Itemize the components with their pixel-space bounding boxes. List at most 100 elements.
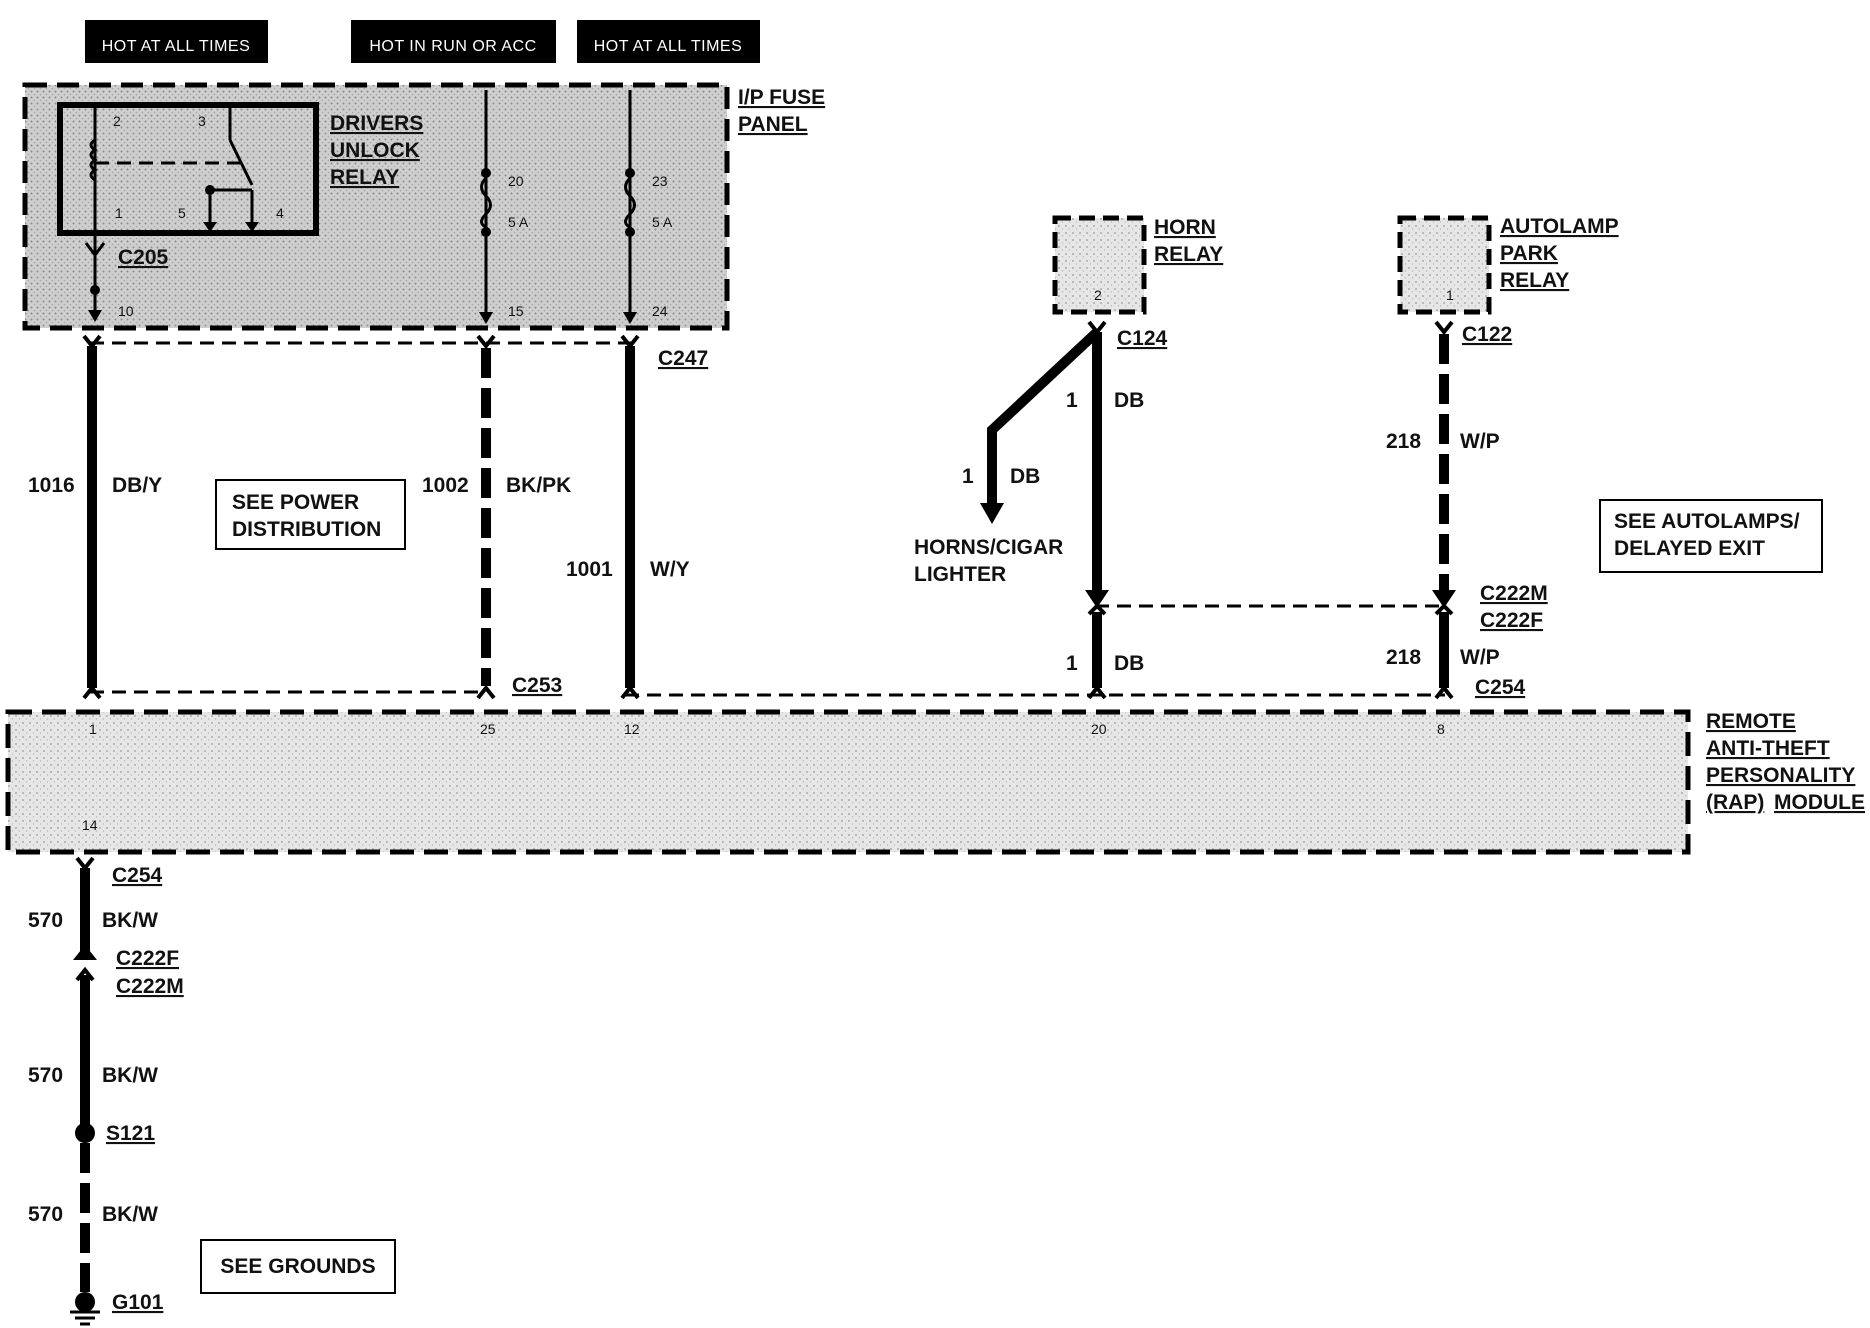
fuse-number: 20 [508, 173, 524, 189]
note-text: DELAYED EXIT [1614, 537, 1765, 560]
wire-color-code: BK/W [102, 1064, 158, 1087]
wire-circuit-number: 218 [1386, 646, 1421, 669]
header-text: HOT AT ALL TIMES [594, 38, 743, 55]
power-header-hot-at-all-times-2: HOT AT ALL TIMES [577, 20, 760, 63]
rap-label-line2: ANTI-THEFT [1706, 737, 1830, 760]
autolamp-relay-label-line3: RELAY [1500, 269, 1569, 292]
autolamp-relay-label-line2: PARK [1500, 242, 1558, 265]
connector-c124: C124 [1117, 327, 1168, 350]
horn-relay-label-line1: HORN [1154, 216, 1216, 239]
wire-circuit-number: 1 [1066, 652, 1078, 675]
relay-pin-1: 1 [115, 205, 123, 221]
wire-color-code: W/P [1460, 430, 1500, 453]
wire-color-code: DB/Y [112, 474, 162, 497]
wire-218: 218 W/P 218 W/P [1386, 320, 1500, 700]
relay-label-line2: UNLOCK [330, 139, 420, 162]
rap-label-line1: REMOTE [1706, 710, 1796, 733]
relay-pin-2: 2 [113, 113, 121, 129]
wire-circuit-number: 1001 [566, 558, 613, 581]
connector-c253: C253 [512, 674, 562, 697]
wire-color-code: W/Y [650, 558, 690, 581]
fuse-23: 23 5 A 24 [623, 90, 673, 324]
connector-c222f-bottom: C222F [116, 947, 179, 970]
see-power-distribution-note: SEE POWER DISTRIBUTION [215, 479, 406, 550]
wire-circuit-number: 218 [1386, 430, 1421, 453]
fuse-20: 20 5 A 15 [479, 90, 529, 324]
wire-color-code: BK/PK [506, 474, 571, 497]
rap-pin-25: 25 [480, 721, 496, 737]
wire-color-code: BK/W [102, 1203, 158, 1226]
wire-color-code: DB [1114, 389, 1144, 412]
fuse-rating: 5 A [508, 214, 529, 230]
wire-circuit-number: 570 [28, 1203, 63, 1226]
ip-fuse-panel: I/P FUSE PANEL 2 3 1 5 4 DRIVERS UNLOCK … [22, 82, 825, 331]
wire-circuit-number: 1016 [28, 474, 75, 497]
fuse-panel-pin-15: 15 [508, 303, 524, 319]
ground-circuit-570: 570 BK/W 570 BK/W 570 BK/W [28, 856, 158, 1326]
wire-color-code: W/P [1460, 646, 1500, 669]
wire-circuit-number: 1 [962, 465, 974, 488]
wire-1016: 1016 DB/Y [28, 334, 162, 700]
relay-pin-5: 5 [178, 205, 186, 221]
rap-module: 1 25 12 20 8 14 REMOTE ANTI-THEFT PERSON… [5, 709, 1865, 855]
rap-pin-14: 14 [82, 817, 98, 833]
note-text: SEE GROUNDS [220, 1255, 375, 1278]
wire-1002: 1002 BK/PK [422, 334, 571, 700]
fuse-panel-label-line2: PANEL [738, 113, 808, 136]
autolamp-relay-pin-1: 1 [1446, 287, 1454, 303]
see-autolamps-note: SEE AUTOLAMPS/ DELAYED EXIT [1599, 499, 1823, 573]
connector-c222f: C222F [1480, 609, 1543, 632]
connector-c205: C205 [118, 246, 169, 269]
connector-c254-bottom: C254 [112, 864, 163, 887]
relay-label-line3: RELAY [330, 166, 399, 189]
horns-cigar-lighter-line2: LIGHTER [914, 563, 1006, 586]
relay-label-line1: DRIVERS [330, 112, 423, 135]
relay-pin-3: 3 [198, 113, 206, 129]
wire-color-code: DB [1114, 652, 1144, 675]
header-text: HOT IN RUN OR ACC [369, 38, 536, 55]
splice-s121: S121 [106, 1122, 155, 1145]
wire-circuit-number: 1002 [422, 474, 469, 497]
horn-relay-label-line2: RELAY [1154, 243, 1223, 266]
connector-c222m: C222M [1480, 582, 1548, 605]
see-grounds-note: SEE GROUNDS [200, 1239, 396, 1294]
rap-pin-1: 1 [89, 721, 97, 737]
note-text: SEE POWER [232, 491, 359, 514]
horn-circuit-wire: 1 DB 1 DB 1 DB [962, 320, 1144, 700]
rap-pin-12: 12 [624, 721, 640, 737]
fuse-panel-label-line1: I/P FUSE [738, 86, 825, 109]
note-text: SEE AUTOLAMPS/ [1614, 510, 1800, 533]
autolamp-relay-label-line1: AUTOLAMP [1500, 215, 1619, 238]
power-header-hot-in-run-or-acc: HOT IN RUN OR ACC [351, 20, 556, 63]
note-text: DISTRIBUTION [232, 518, 381, 541]
wire-circuit-number: 570 [28, 1064, 63, 1087]
autolamp-park-relay: 1 AUTOLAMP PARK RELAY C122 [1397, 215, 1619, 346]
connector-c247: C247 [658, 347, 708, 370]
rap-label-line3: PERSONALITY [1706, 764, 1855, 787]
horn-relay: 2 HORN RELAY C124 [1052, 215, 1223, 350]
rap-pin-20: 20 [1091, 721, 1107, 737]
horn-relay-pin-2: 2 [1094, 287, 1102, 303]
rap-label-line4a: (RAP) [1706, 791, 1764, 814]
connector-c254: C254 [1475, 676, 1526, 699]
wire-circuit-number: 1 [1066, 389, 1078, 412]
rap-label-line4b: MODULE [1774, 791, 1865, 814]
fuse-rating: 5 A [652, 214, 673, 230]
horns-cigar-lighter-line1: HORNS/CIGAR [914, 536, 1063, 559]
fuse-panel-pin-10: 10 [118, 303, 134, 319]
relay-pin-4: 4 [276, 205, 284, 221]
header-text: HOT AT ALL TIMES [102, 38, 251, 55]
fuse-panel-pin-24: 24 [652, 303, 668, 319]
wire-1001: 1001 W/Y [566, 334, 690, 700]
drivers-unlock-relay: 2 3 1 5 4 DRIVERS UNLOCK RELAY [57, 102, 423, 236]
ground-g101: G101 [112, 1291, 164, 1314]
wire-circuit-number: 570 [28, 909, 63, 932]
connector-c122: C122 [1462, 323, 1512, 346]
connector-c222m-bottom: C222M [116, 975, 184, 998]
fuse-number: 23 [652, 173, 668, 189]
wire-color-code: DB [1010, 465, 1040, 488]
rap-pin-8: 8 [1437, 721, 1445, 737]
power-header-hot-at-all-times-1: HOT AT ALL TIMES [85, 20, 268, 63]
wire-color-code: BK/W [102, 909, 158, 932]
